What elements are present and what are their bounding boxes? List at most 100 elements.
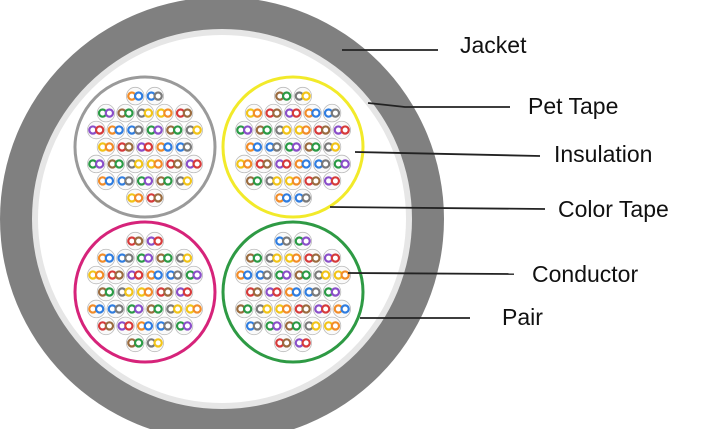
insulated-conductor: [194, 160, 201, 167]
wire-pair: [107, 155, 125, 173]
insulated-conductor: [145, 143, 152, 150]
pair-unit: [75, 77, 215, 217]
insulated-conductor: [184, 109, 191, 116]
insulated-conductor: [303, 126, 310, 133]
wire-pair: [245, 317, 263, 335]
insulated-conductor: [312, 177, 319, 184]
wire-pair: [126, 189, 144, 207]
insulated-conductor: [342, 160, 349, 167]
insulated-conductor: [332, 288, 339, 295]
wire-pair: [126, 266, 144, 284]
insulated-conductor: [164, 143, 171, 150]
wire-pair: [185, 300, 203, 318]
insulated-conductor: [106, 322, 113, 329]
insulated-conductor: [273, 177, 280, 184]
insulated-conductor: [303, 339, 310, 346]
insulated-conductor: [264, 271, 271, 278]
insulated-conductor: [135, 339, 142, 346]
insulated-conductor: [135, 126, 142, 133]
wire-pair: [156, 249, 174, 267]
wire-pair: [146, 87, 164, 105]
wire-pair: [235, 266, 253, 284]
wire-pair: [245, 138, 263, 156]
wire-pair: [87, 121, 105, 139]
insulated-conductor: [283, 160, 290, 167]
insulated-conductor: [322, 305, 329, 312]
wire-pair: [146, 155, 164, 173]
label-pet-tape: Pet Tape: [528, 95, 618, 118]
insulated-conductor: [312, 109, 319, 116]
insulated-conductor: [293, 254, 300, 261]
wire-pair: [156, 138, 174, 156]
insulated-conductor: [332, 109, 339, 116]
insulated-conductor: [303, 238, 310, 245]
wire-pair: [175, 172, 193, 190]
insulated-conductor: [322, 126, 329, 133]
cable-interior: [38, 35, 406, 403]
wire-pair: [323, 138, 341, 156]
wire-pair: [304, 172, 322, 190]
insulated-conductor: [254, 254, 261, 261]
wire-pair: [313, 300, 331, 318]
wire-pair: [175, 104, 193, 122]
wire-pair: [313, 155, 331, 173]
insulated-conductor: [342, 305, 349, 312]
insulated-conductor: [322, 271, 329, 278]
pair-unit: [223, 222, 363, 362]
wire-pair: [117, 317, 135, 335]
insulated-conductor: [273, 322, 280, 329]
insulated-conductor: [125, 109, 132, 116]
wire-pair: [97, 249, 115, 267]
insulated-conductor: [164, 109, 171, 116]
insulated-conductor: [312, 288, 319, 295]
insulated-conductor: [174, 160, 181, 167]
wire-pair: [294, 189, 312, 207]
wire-pair: [245, 283, 263, 301]
wire-pair: [313, 266, 331, 284]
insulated-conductor: [293, 322, 300, 329]
insulated-conductor: [194, 126, 201, 133]
wire-pair: [265, 172, 283, 190]
insulated-conductor: [293, 288, 300, 295]
insulated-conductor: [125, 143, 132, 150]
wire-pair: [255, 155, 273, 173]
wire-pair: [146, 334, 164, 352]
insulated-conductor: [332, 254, 339, 261]
insulated-conductor: [184, 143, 191, 150]
wire-pair: [185, 155, 203, 173]
wire-pair: [87, 266, 105, 284]
wire-pair: [265, 138, 283, 156]
wire-pair: [265, 317, 283, 335]
wire-pair: [304, 249, 322, 267]
wire-pair: [255, 300, 273, 318]
insulated-conductor: [164, 322, 171, 329]
wire-pair: [333, 266, 351, 284]
insulated-conductor: [135, 93, 142, 100]
label-jacket: Jacket: [460, 34, 526, 57]
leader-line: [348, 273, 514, 274]
insulated-conductor: [312, 143, 319, 150]
wire-pair: [294, 334, 312, 352]
insulated-conductor: [96, 271, 103, 278]
wire-pair: [126, 87, 144, 105]
wire-pair: [126, 334, 144, 352]
wire-pair: [97, 104, 115, 122]
wire-pair: [274, 87, 292, 105]
wire-pair: [294, 300, 312, 318]
wire-pair: [304, 283, 322, 301]
wire-pair: [97, 317, 115, 335]
insulated-conductor: [283, 93, 290, 100]
insulated-conductor: [96, 160, 103, 167]
pair-unit: [223, 77, 363, 217]
wire-pair: [274, 121, 292, 139]
insulated-conductor: [342, 271, 349, 278]
insulated-conductor: [145, 177, 152, 184]
insulated-conductor: [106, 254, 113, 261]
insulated-conductor: [283, 238, 290, 245]
insulated-conductor: [303, 160, 310, 167]
wire-pair: [107, 266, 125, 284]
insulated-conductor: [254, 143, 261, 150]
insulated-conductor: [125, 322, 132, 329]
wire-pair: [323, 172, 341, 190]
